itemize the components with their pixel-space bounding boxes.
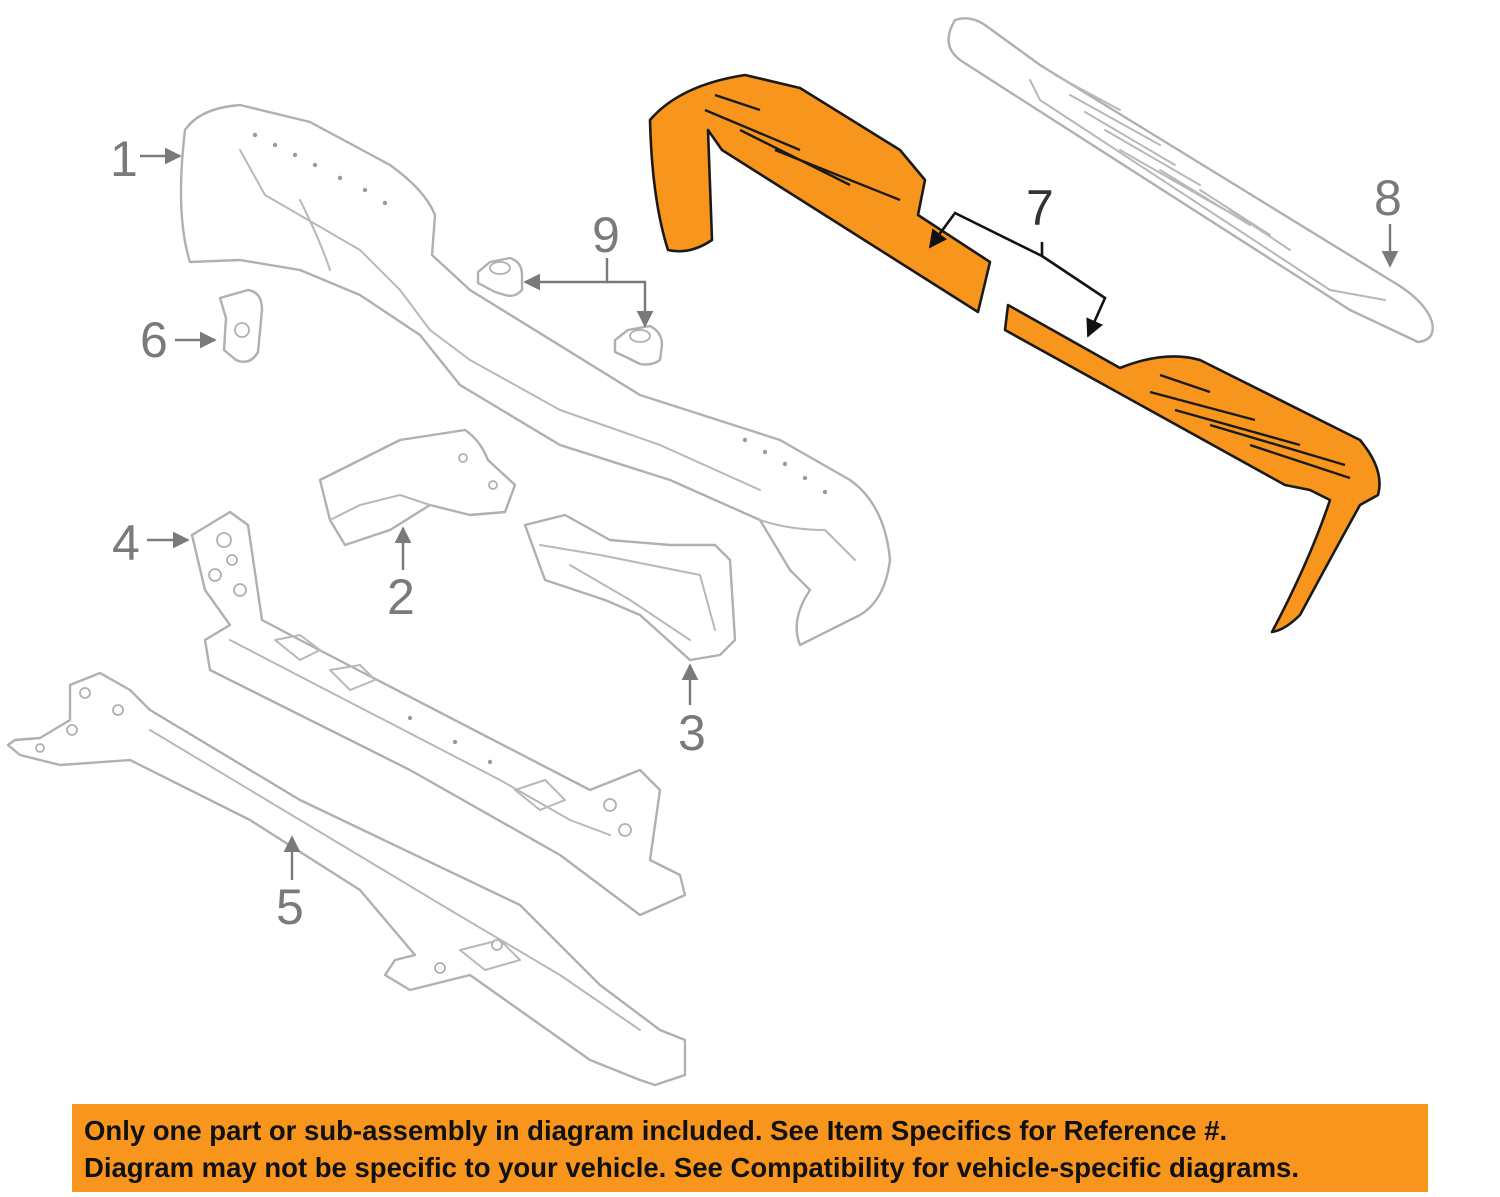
callout-4: 4	[112, 515, 140, 571]
callout-6: 6	[140, 312, 168, 368]
part-9-bumper-pads	[476, 256, 664, 366]
callout-8: 8	[1374, 170, 1402, 226]
callout-numbers: 1 2 3 4 5 6 7 8 9	[110, 131, 1402, 935]
callout-1: 1	[110, 131, 138, 187]
part-8-step-pad	[947, 17, 1434, 344]
disclaimer-banner: Only one part or sub-assembly in diagram…	[72, 1104, 1428, 1192]
callout-leaders	[140, 147, 1399, 880]
part-1-bumper-face-bar	[179, 103, 892, 647]
part-3-bracket	[523, 513, 737, 662]
part-5-support-rail	[6, 671, 687, 1087]
callout-3: 3	[678, 705, 706, 761]
disclaimer-line-1: Only one part or sub-assembly in diagram…	[84, 1115, 1228, 1146]
part-2-mounting-bracket	[318, 428, 517, 547]
part-7-bumper-step-highlighted	[648, 73, 1381, 634]
callout-5: 5	[276, 879, 304, 935]
part-6-bracket-clip	[218, 288, 264, 363]
disclaimer-line-2: Diagram may not be specific to your vehi…	[84, 1152, 1299, 1183]
callout-9: 9	[592, 207, 620, 263]
callout-7: 7	[1026, 180, 1054, 236]
callout-2: 2	[387, 569, 415, 625]
parts-diagram: 1 2 3 4 5 6 7 8 9	[6, 17, 1434, 1087]
part-4-reinforcement	[190, 510, 687, 917]
